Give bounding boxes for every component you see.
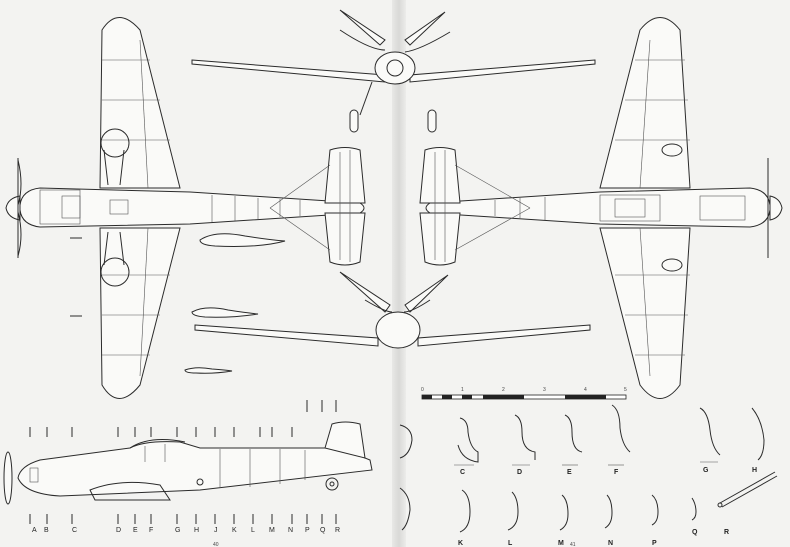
station-labels: A B C D E F G H J K L M N P Q R (32, 527, 340, 534)
station-label: A (32, 527, 37, 534)
cross-sections-row2: K L M N P Q R (399, 471, 778, 547)
station-label: D (116, 527, 121, 534)
station-label: P (305, 527, 310, 534)
scale-label: 5 (624, 387, 627, 393)
section-label: E (567, 469, 572, 476)
section-label: K (458, 540, 463, 547)
book-gutter (392, 0, 406, 547)
section-label: L (508, 540, 513, 547)
section-label: C (460, 469, 465, 476)
section-label: M (558, 540, 564, 547)
page-number-right: 41 (570, 542, 576, 547)
station-label: N (288, 527, 293, 534)
front-view-upper (191, 9, 596, 133)
cross-sections-row1: C D E F G H (399, 404, 765, 476)
side-view (3, 400, 373, 524)
station-label: R (335, 527, 340, 534)
station-label: J (214, 527, 218, 534)
section-label: N (608, 540, 613, 547)
underside-view (419, 17, 783, 399)
airfoil-sections (184, 233, 286, 374)
section-label: G (703, 467, 709, 474)
scale-label: 3 (543, 387, 546, 393)
station-label: H (194, 527, 199, 534)
section-label: P (652, 540, 657, 547)
scale-bar: 0 1 2 3 4 5 (421, 387, 627, 400)
scale-label: 0 (421, 387, 424, 393)
station-label: F (149, 527, 153, 534)
section-label: F (614, 469, 619, 476)
section-label: H (752, 467, 757, 474)
station-label: L (251, 527, 255, 534)
top-view-plan (5, 17, 366, 399)
station-label: C (72, 527, 77, 534)
scale-label: 2 (502, 387, 505, 393)
front-view-lower (194, 271, 591, 349)
section-label: Q (692, 529, 698, 536)
station-label: B (44, 527, 49, 534)
station-label: G (175, 527, 180, 534)
scale-label: 1 (461, 387, 464, 393)
page-number-left: 40 (213, 542, 219, 547)
station-label: M (269, 527, 275, 534)
section-label: D (517, 469, 522, 476)
station-label: E (133, 527, 138, 534)
station-label: K (232, 527, 237, 534)
station-label: Q (320, 527, 326, 534)
scale-label: 4 (584, 387, 587, 393)
section-label: R (724, 529, 729, 536)
